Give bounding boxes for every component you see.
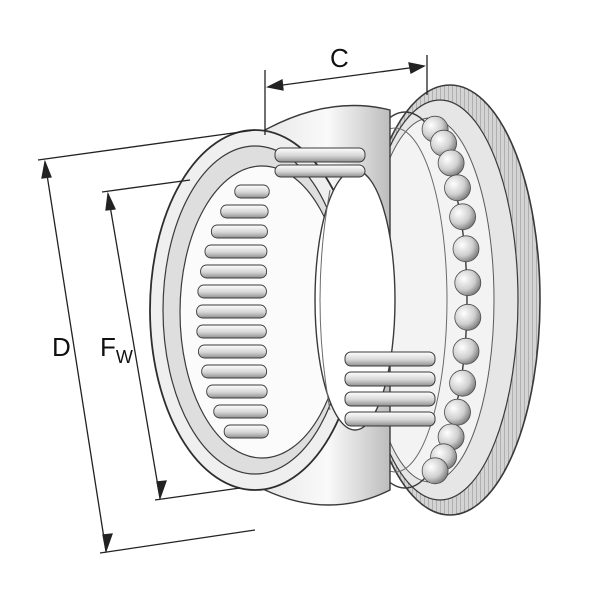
needle-roller bbox=[198, 344, 267, 359]
fw-subscript: W bbox=[115, 347, 133, 367]
ball-cage bbox=[342, 111, 482, 489]
ball-element bbox=[454, 303, 482, 331]
needle-roller bbox=[206, 384, 268, 399]
dimension-c bbox=[264, 55, 428, 135]
ball-element bbox=[421, 457, 449, 485]
needle-roller bbox=[220, 204, 269, 219]
needle-roller bbox=[196, 304, 267, 319]
dimension-d-label: D bbox=[52, 332, 71, 362]
ball-element bbox=[454, 269, 482, 297]
ball-element bbox=[449, 369, 477, 397]
ball-element bbox=[444, 398, 471, 426]
dimension-c-label: C bbox=[330, 43, 349, 73]
dimension-d bbox=[37, 129, 256, 554]
needle-roller bbox=[204, 244, 268, 259]
needle-roller bbox=[201, 364, 268, 379]
ball-element bbox=[452, 235, 480, 263]
cutaway-rollers bbox=[274, 147, 436, 427]
dimension-fw-label: FW bbox=[100, 332, 133, 366]
needle-roller bbox=[213, 404, 268, 419]
ball-element bbox=[437, 149, 465, 177]
needle-roller bbox=[234, 184, 270, 199]
needle-roller bbox=[210, 224, 268, 239]
ball-element bbox=[444, 174, 471, 202]
inner-bore bbox=[314, 169, 396, 431]
needle-roller bbox=[200, 264, 268, 279]
dimension-fw bbox=[101, 179, 241, 501]
needle-roller bbox=[223, 424, 269, 439]
fw-main-letter: F bbox=[100, 332, 116, 362]
needle-roller bbox=[196, 324, 267, 339]
ball-element bbox=[449, 203, 477, 231]
ball-element bbox=[452, 337, 480, 365]
needle-roller-cage bbox=[179, 165, 345, 459]
needle-roller bbox=[197, 284, 267, 299]
